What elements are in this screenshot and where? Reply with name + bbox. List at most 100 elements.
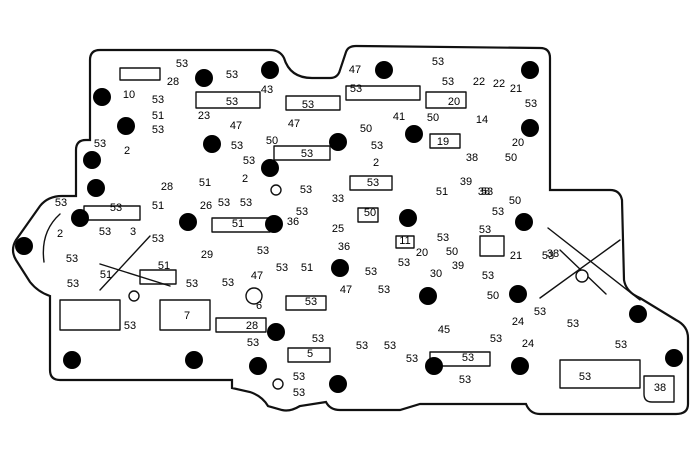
part-label: 41 (393, 111, 405, 123)
bolt-holes (15, 61, 683, 393)
part-label: 53 (231, 140, 243, 152)
bolt-hole (117, 117, 135, 135)
channel-box (643, 375, 675, 403)
part-label: 50 (427, 112, 439, 124)
part-label: 36 (287, 216, 299, 228)
part-label: 53 (293, 387, 305, 399)
part-label: 53 (579, 371, 591, 383)
bolt-hole (511, 357, 529, 375)
part-label: 2 (373, 157, 379, 169)
channel (285, 295, 327, 311)
part-label: 53 (365, 266, 377, 278)
part-label: 50 (505, 152, 517, 164)
part-label: 28 (167, 76, 179, 88)
channel (429, 133, 461, 149)
part-label: 38 (478, 186, 490, 198)
part-label: 26 (200, 200, 212, 212)
channel (159, 299, 211, 331)
part-label: 51 (301, 262, 313, 274)
part-label: 51 (232, 218, 244, 230)
part-label: 53 (459, 374, 471, 386)
channel (479, 235, 505, 257)
part-label: 5 (307, 348, 313, 360)
part-label: 51 (436, 186, 448, 198)
part-label: 2 (57, 228, 63, 240)
part-label: 53 (367, 177, 379, 189)
part-label: 28 (246, 320, 258, 332)
part-label: 51 (199, 177, 211, 189)
part-label: 53 (302, 99, 314, 111)
part-label: 30 (430, 268, 442, 280)
part-label: 53 (247, 337, 259, 349)
part-label: 47 (288, 118, 300, 130)
part-label: 24 (512, 316, 524, 328)
part-label: 2 (242, 173, 248, 185)
channel-web (99, 235, 171, 291)
part-label: 53 (276, 262, 288, 274)
channel (287, 347, 331, 363)
part-label: 51 (100, 269, 112, 281)
part-label: 53 (462, 352, 474, 364)
part-label: 2 (124, 145, 130, 157)
part-label: 53 (350, 83, 362, 95)
part-label: 50 (360, 123, 372, 135)
part-label: 25 (332, 223, 344, 235)
part-label: 53 (312, 333, 324, 345)
port-ring (575, 269, 589, 283)
part-label: 53 (152, 94, 164, 106)
part-label: 20 (512, 137, 524, 149)
part-label: 51 (158, 260, 170, 272)
bolt-hole (329, 375, 347, 393)
part-label: 47 (340, 284, 352, 296)
part-label: 50 (364, 207, 376, 219)
part-label: 22 (473, 76, 485, 88)
part-label: 6 (256, 300, 262, 312)
part-label: 53 (110, 202, 122, 214)
part-label: 53 (257, 245, 269, 257)
part-label: 39 (452, 260, 464, 272)
part-label: 53 (492, 206, 504, 218)
bolt-hole (265, 215, 283, 233)
part-label: 39 (460, 176, 472, 188)
bolt-hole (179, 213, 197, 231)
part-label: 53 (218, 197, 230, 209)
part-label: 53 (66, 253, 78, 265)
part-label: 21 (510, 83, 522, 95)
part-label: 53 (222, 277, 234, 289)
part-label: 53 (99, 226, 111, 238)
channel (215, 317, 267, 333)
part-label: 53 (479, 224, 491, 236)
part-label: 53 (542, 250, 554, 262)
part-label: 7 (184, 310, 190, 322)
part-label: 53 (152, 233, 164, 245)
bolt-hole (419, 287, 437, 305)
part-label: 53 (356, 340, 368, 352)
channel (345, 85, 421, 101)
part-label: 47 (251, 270, 263, 282)
part-label: 50 (446, 246, 458, 258)
part-label: 38 (547, 248, 559, 260)
part-label: 50 (487, 290, 499, 302)
plate-outline (11, 44, 690, 416)
bolt-hole (261, 61, 279, 79)
part-label: 11 (399, 235, 410, 247)
bolt-hole (261, 159, 279, 177)
part-label: 22 (493, 78, 505, 90)
part-label: 53 (55, 197, 67, 209)
channel (559, 359, 641, 389)
bolt-hole (63, 351, 81, 369)
bolt-hole (425, 357, 443, 375)
part-label: 53 (525, 98, 537, 110)
part-label: 36 (338, 241, 350, 253)
bolt-hole (375, 61, 393, 79)
bolt-hole (15, 237, 33, 255)
part-label: 33 (332, 193, 344, 205)
bolt-hole (195, 69, 213, 87)
bolt-hole (521, 119, 539, 137)
part-label: 53 (226, 96, 238, 108)
part-label: 53 (437, 232, 449, 244)
part-label: 53 (240, 197, 252, 209)
part-label: 53 (186, 278, 198, 290)
